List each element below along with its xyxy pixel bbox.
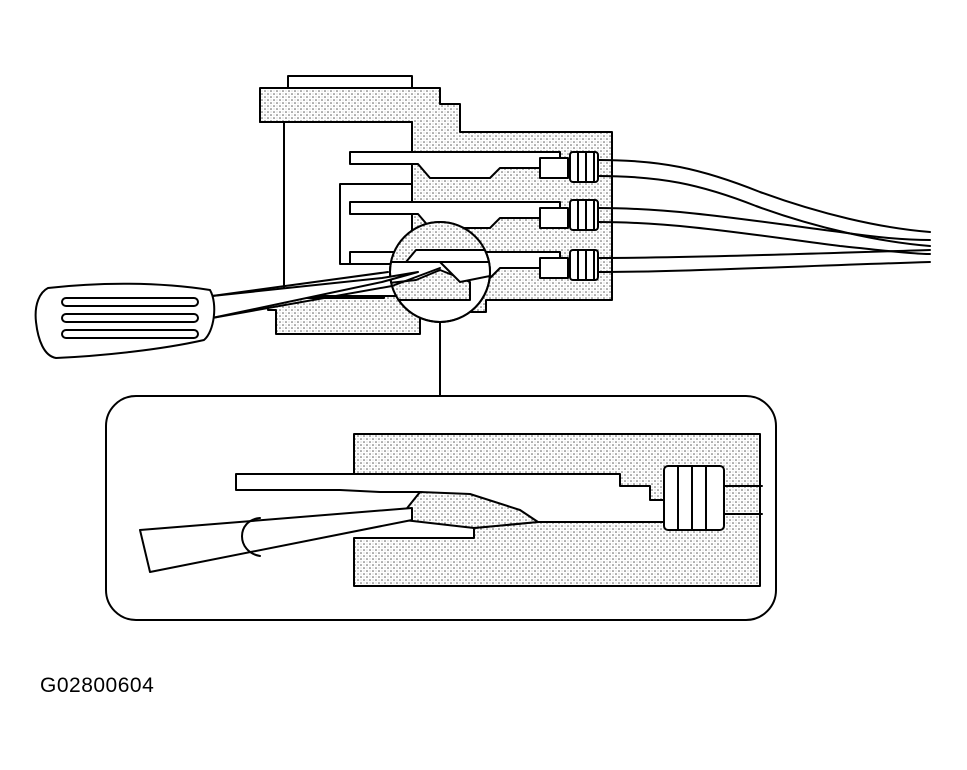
figure-id-label: G02800604 — [40, 674, 155, 697]
terminal-cavity-2 — [349, 201, 569, 229]
wire-seal-3 — [569, 249, 599, 281]
detail-wire-seal — [663, 465, 725, 531]
detail-screwdriver-tip — [139, 507, 413, 573]
wire-2 — [597, 207, 931, 255]
wire-1 — [597, 159, 931, 247]
detail-inset — [105, 395, 777, 621]
wire-seal-1 — [569, 151, 599, 183]
magnify-circle — [389, 221, 491, 397]
wire-3 — [597, 249, 931, 273]
screwdriver — [34, 271, 419, 359]
wire-seal-2 — [569, 199, 599, 231]
terminal-cavity-1 — [349, 151, 569, 179]
screwdriver-handle — [34, 282, 216, 359]
